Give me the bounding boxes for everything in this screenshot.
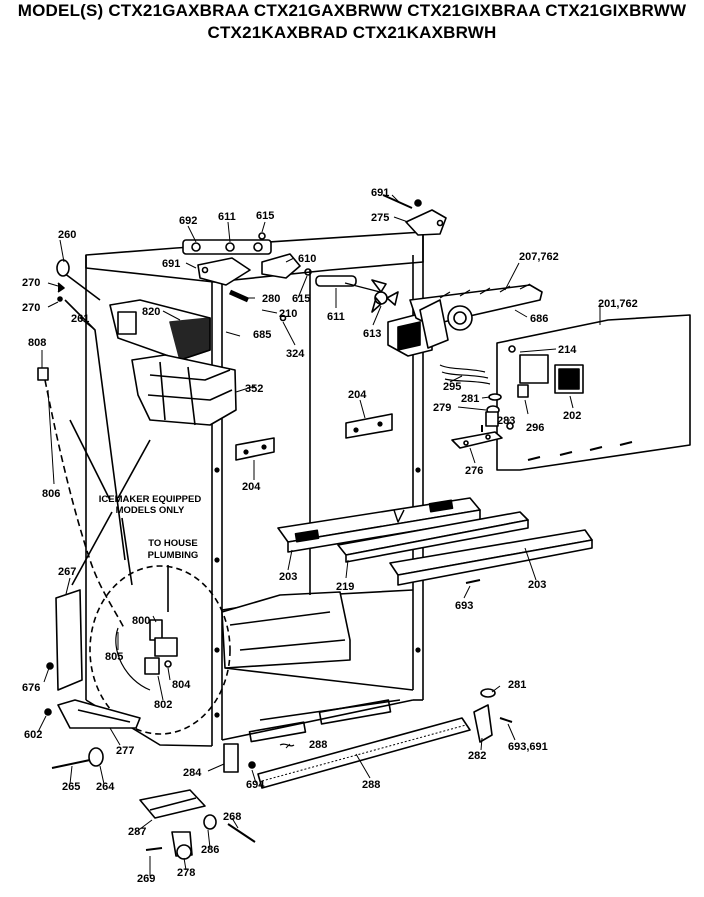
part-label: 286: [201, 844, 219, 856]
part-label: 805: [105, 651, 123, 663]
fan-motor: [344, 279, 433, 357]
part-label: 691: [162, 258, 180, 270]
part-label: 210: [279, 308, 297, 320]
part-label: 800: [132, 615, 150, 627]
part-label: 324: [286, 348, 305, 360]
part-label: 296: [526, 422, 544, 434]
part-label: 261: [71, 313, 89, 325]
part-label: 203: [279, 571, 297, 583]
model-list-line-2: CTX21KAXBRAD CTX21KAXBRWH: [207, 23, 497, 42]
part-label: 204: [348, 389, 367, 401]
part-label: 264: [96, 781, 115, 793]
part-label: 615: [292, 293, 310, 305]
part-label: 806: [42, 488, 60, 500]
panel-267: [55, 589, 83, 691]
part-label: 201,762: [598, 298, 638, 310]
part-label: 284: [183, 767, 202, 779]
part-label: 219: [336, 581, 354, 593]
part-label: 281: [461, 393, 479, 405]
part-label: 611: [218, 211, 236, 223]
model-list-line-1: MODEL(S) CTX21GAXBRAA CTX21GAXBRWW CTX21…: [17, 1, 687, 20]
part-label: 270: [22, 302, 40, 314]
part-label: 602: [24, 729, 42, 741]
part-label: 685: [253, 329, 271, 341]
part-label: 204: [242, 481, 261, 493]
part-label: 611: [327, 311, 345, 323]
part-label: 610: [298, 253, 316, 265]
part-label: 686: [530, 313, 548, 325]
part-label: 692: [179, 215, 197, 227]
part-label: 615: [256, 210, 274, 222]
part-label: 288: [362, 779, 380, 791]
part-label: 287: [128, 826, 146, 838]
part-label: 691: [371, 187, 389, 199]
part-label: 267: [58, 566, 76, 578]
part-label: 202: [563, 410, 581, 422]
part-label: 282: [468, 750, 486, 762]
brackets-204: [235, 413, 393, 461]
cabinet-case: [85, 231, 424, 747]
part-label: 269: [137, 873, 155, 885]
leader-lines: [37, 194, 601, 876]
part-label: 288: [309, 739, 327, 751]
hinge-276: [451, 425, 503, 449]
part-label: 265: [62, 781, 80, 793]
plumbing-note-line-2: PLUMBING: [148, 550, 199, 561]
part-label: 693: [455, 600, 473, 612]
rails: [277, 497, 593, 586]
part-label: 278: [177, 867, 195, 879]
part-label: 808: [28, 337, 46, 349]
part-labels: 691 275 692 611 615 260 691 610 207,762 …: [22, 187, 638, 885]
part-label: 260: [58, 229, 76, 241]
part-label: 275: [371, 212, 389, 224]
bottom-parts: [44, 259, 513, 860]
part-label: 802: [154, 699, 172, 711]
part-label: 276: [465, 465, 483, 477]
model-header: MODEL(S) CTX21GAXBRAA CTX21GAXBRWW CTX21…: [0, 0, 704, 44]
icemaker-note-line-2: MODELS ONLY: [116, 505, 185, 516]
part-label: 820: [142, 306, 160, 318]
part-label: 694: [246, 779, 265, 791]
part-label: 693,691: [508, 741, 548, 753]
part-label: 676: [22, 682, 40, 694]
control-bracket: [409, 283, 543, 349]
part-label: 281: [508, 679, 526, 691]
control-panel: [496, 314, 691, 471]
part-label: 279: [433, 402, 451, 414]
part-label: 283: [497, 415, 515, 427]
part-label: 214: [558, 344, 577, 356]
bracket-275: [382, 194, 447, 236]
part-label: 203: [528, 579, 546, 591]
icemaker-assembly: [109, 299, 237, 426]
part-label: 207,762: [519, 251, 559, 263]
part-label: 295: [443, 381, 461, 393]
part-label: 352: [245, 383, 263, 395]
plumbing-note-line-1: TO HOUSE: [148, 538, 197, 549]
part-label: 268: [223, 811, 241, 823]
notes: ICEMAKER EQUIPPED MODELS ONLY TO HOUSE P…: [99, 494, 202, 561]
part-label: 613: [363, 328, 381, 340]
part-label: 277: [116, 745, 134, 757]
part-label: 280: [262, 293, 280, 305]
part-label: 270: [22, 277, 40, 289]
icemaker-note-line-1: ICEMAKER EQUIPPED: [99, 494, 202, 505]
part-label: 804: [172, 679, 191, 691]
water-valve-area: [89, 565, 231, 735]
